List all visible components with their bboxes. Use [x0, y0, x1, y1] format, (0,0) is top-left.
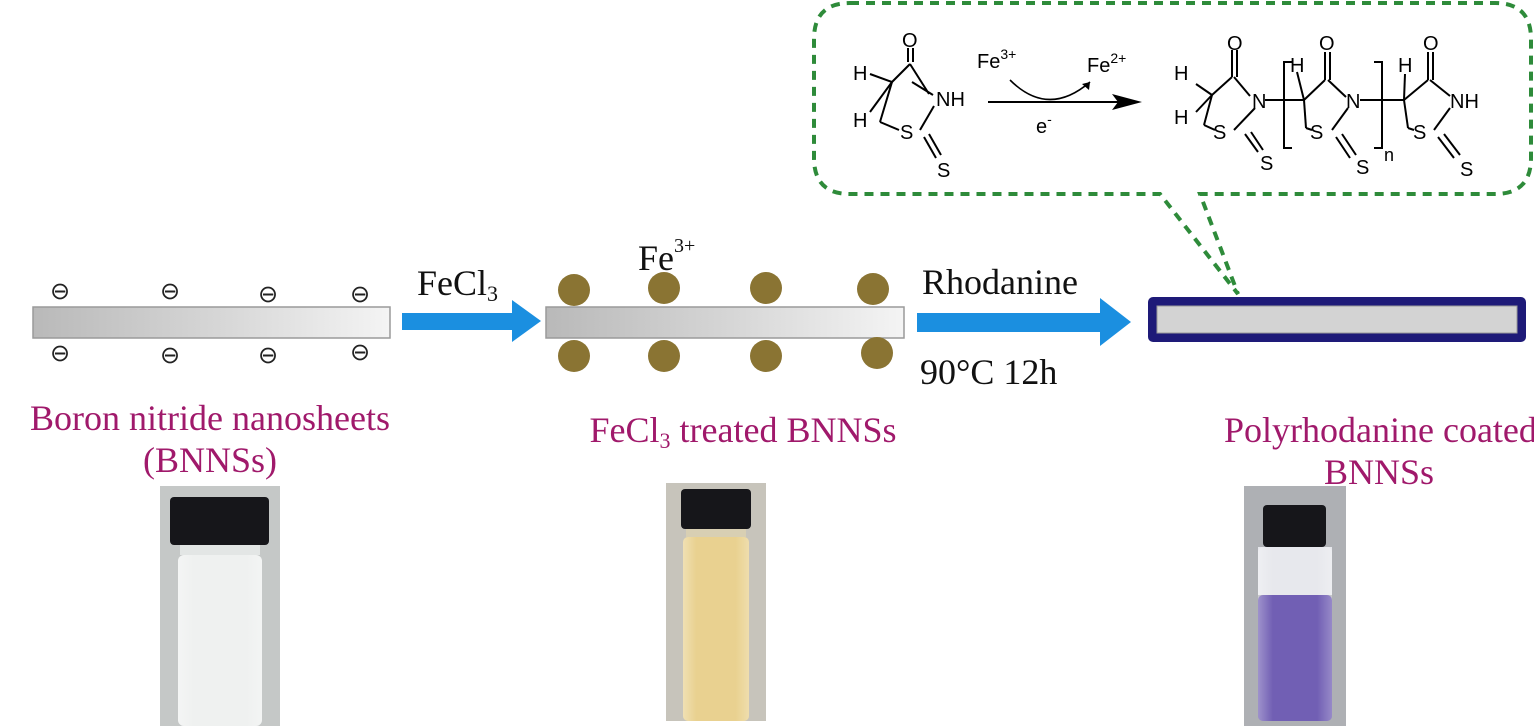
bnns-sheet-fe — [545, 306, 905, 339]
atom-o: O — [902, 30, 918, 52]
arrow-rhodanine — [917, 298, 1131, 346]
atom-o: O — [1227, 33, 1243, 55]
vial-photo-fecl3 — [666, 483, 766, 721]
charge-icon: ⊖ — [50, 339, 70, 367]
atom-o: O — [1319, 33, 1335, 55]
vial-cap — [1263, 505, 1326, 547]
polyrhodanine-title: Polyrhodanine coated BNNSs — [1224, 409, 1534, 493]
charge-icon: ⊖ — [50, 277, 70, 305]
fe-dot — [648, 272, 680, 304]
reaction-condition: 90°C 12h — [920, 352, 1058, 392]
atom-h: H — [1174, 107, 1188, 129]
charge-icon: ⊖ — [160, 341, 180, 369]
fe2-label: Fe2+ — [1087, 50, 1126, 77]
vial-photo-polyrhodanine — [1244, 486, 1346, 726]
reagent-rhodanine: Rhodanine — [922, 262, 1078, 302]
atom-n: N — [1346, 91, 1360, 113]
atom-s: S — [1460, 159, 1473, 181]
atom-s: S — [1413, 122, 1426, 144]
atom-h: H — [1398, 55, 1412, 77]
repeat-index: n — [1384, 145, 1394, 165]
atom-h: H — [1290, 55, 1304, 77]
polyrhodanine-title-line1: Polyrhodanine coated — [1224, 410, 1534, 450]
fe-dot — [558, 340, 590, 372]
fe-dot — [558, 274, 590, 306]
polyrhodanine-structure — [1195, 50, 1461, 159]
atom-s: S — [900, 122, 913, 144]
atom-nh: NH — [1450, 91, 1479, 113]
bnns-title: Boron nitride nanosheets (BNNSs) — [0, 397, 420, 481]
charge-icon: ⊖ — [350, 338, 370, 366]
bnns-sheet-bare — [32, 306, 391, 339]
arrow-fecl3 — [402, 300, 541, 342]
bnns-title-line1: Boron nitride nanosheets — [30, 398, 390, 438]
vial-cap — [681, 489, 751, 529]
atom-s: S — [937, 160, 950, 182]
fecl3-title: FeCl3 treated BNNSs — [589, 410, 897, 453]
fe-dot — [750, 272, 782, 304]
charge-icon: ⊖ — [160, 277, 180, 305]
charge-icon: ⊖ — [350, 280, 370, 308]
vial-cap — [170, 497, 269, 545]
polyrhodanine-title-line2: BNNSs — [1323, 452, 1435, 492]
atom-s: S — [1310, 122, 1323, 144]
charge-icon: ⊖ — [258, 280, 278, 308]
atom-h: H — [853, 63, 867, 85]
fe-dot — [857, 273, 889, 305]
vial-photo-bnns — [160, 486, 280, 726]
bnns-title-line2: (BNNSs) — [142, 440, 277, 480]
atom-nh: NH — [936, 89, 965, 111]
reagent-fecl3: FeCl3 — [417, 263, 499, 306]
rhodanine-monomer — [869, 48, 942, 159]
fe3-ion-label: Fe3+ — [638, 235, 696, 278]
negative-charges: ⊖ ⊖ ⊖ ⊖ ⊖ ⊖ ⊖ ⊖ — [50, 277, 370, 369]
fe-dot — [750, 340, 782, 372]
atom-h: H — [1174, 63, 1188, 85]
fe-ion-dots — [558, 272, 893, 372]
atom-s: S — [1260, 153, 1273, 175]
electron-label: e- — [1036, 111, 1052, 138]
electron-transfer-arrow — [988, 79, 1142, 110]
bnns-sheet-coated — [1148, 297, 1526, 342]
atom-s: S — [1213, 122, 1226, 144]
fe-dot — [861, 337, 893, 369]
reaction-callout — [812, 1, 1533, 296]
atom-n: N — [1252, 91, 1266, 113]
fe-dot — [648, 340, 680, 372]
fe3-label: Fe3+ — [977, 46, 1016, 73]
atom-o: O — [1423, 33, 1439, 55]
atom-h: H — [853, 110, 867, 132]
charge-icon: ⊖ — [258, 341, 278, 369]
atom-s: S — [1356, 157, 1369, 179]
